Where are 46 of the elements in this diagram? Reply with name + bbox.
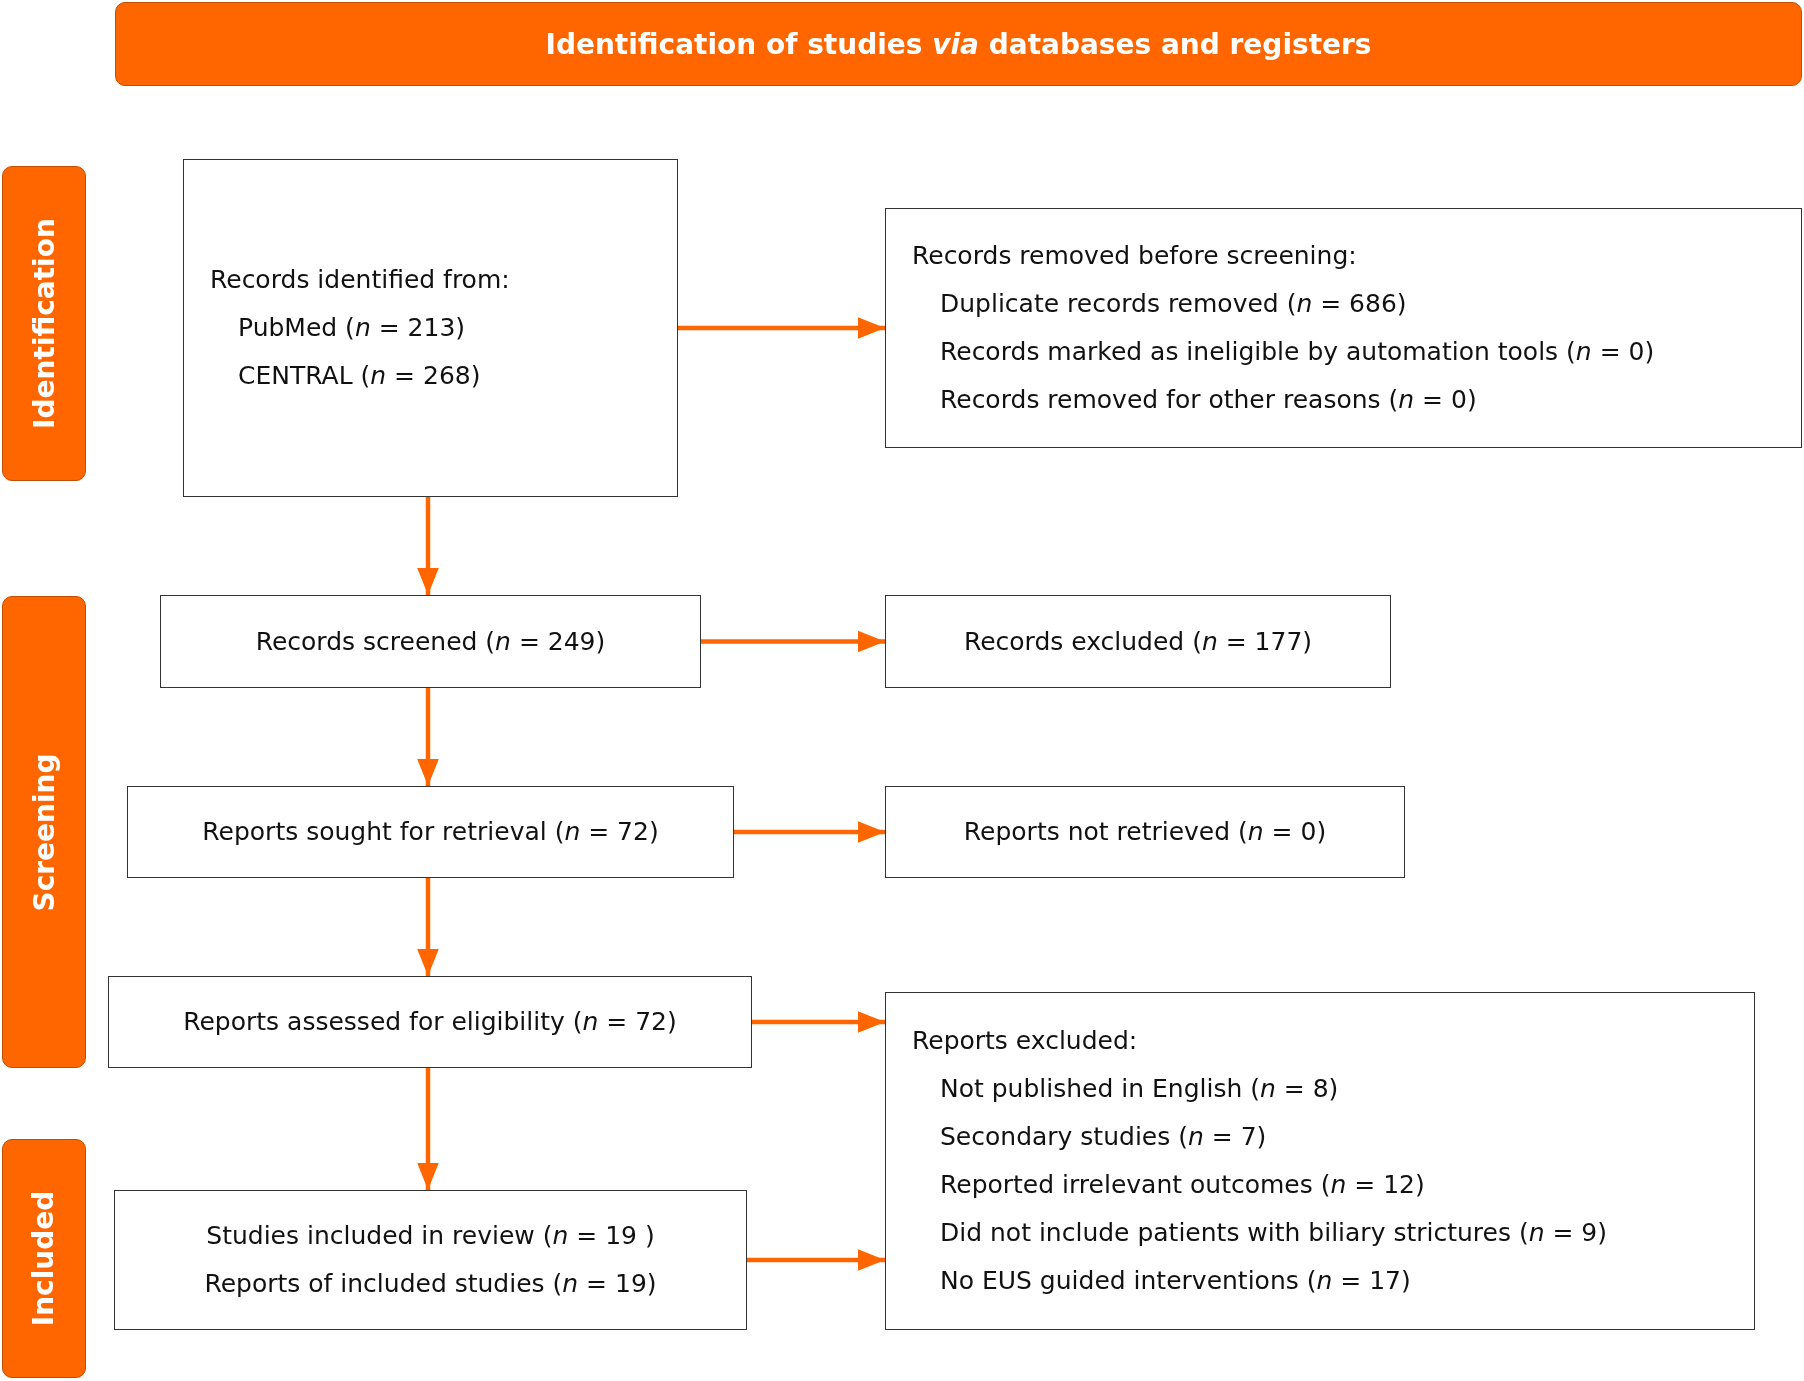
- phase-band: [2, 166, 86, 481]
- box-text: Records excluded (n = 177): [963, 625, 1313, 658]
- process-box: [885, 208, 1802, 448]
- box-heading: Reports excluded:: [912, 1025, 1139, 1057]
- arrow: [417, 688, 439, 786]
- arrow: [701, 630, 885, 653]
- arrow: [678, 317, 885, 339]
- box-text: Records removed for other reasons (n = 0): [939, 384, 1478, 416]
- box-text: CENTRAL (n = 268): [237, 360, 482, 392]
- box-text: Reports assessed for eligibility (n = 72): [183, 1006, 677, 1038]
- box-text: Studies included in review (n = 19 ): [206, 1220, 655, 1252]
- box-text: Secondary studies (n = 7): [939, 1121, 1268, 1153]
- process-box: [114, 1190, 747, 1330]
- box-heading: Records identified from:: [210, 264, 511, 296]
- box-heading: Records removed before screening:: [912, 240, 1358, 272]
- arrow: [417, 497, 439, 595]
- process-box: [885, 786, 1405, 878]
- phase-band: [2, 596, 86, 1068]
- arrow: [734, 821, 885, 843]
- process-box: [885, 595, 1391, 688]
- process-box: [160, 595, 701, 688]
- box-text: Reports sought for retrieval (n = 72): [202, 816, 659, 848]
- process-box: [885, 992, 1755, 1330]
- box-text: Reports not retrieved (n = 0): [963, 816, 1327, 848]
- box-text: Records marked as ineligible by automation tools (n = 0): [939, 336, 1656, 368]
- box-text: Duplicate records removed (n = 686): [939, 288, 1408, 320]
- arrow: [747, 1249, 885, 1271]
- box-text: Not published in English (n = 8): [939, 1073, 1340, 1105]
- box-text: Reports of included studies (n = 19): [204, 1268, 657, 1300]
- phase-label: Included: [27, 1190, 61, 1327]
- process-box: [183, 159, 678, 497]
- arrow: [417, 878, 439, 976]
- process-box: [127, 786, 734, 878]
- phase-label: Screening: [27, 752, 61, 912]
- box-text: Reported irrelevant outcomes (n = 12): [939, 1169, 1426, 1201]
- process-box: [108, 976, 752, 1068]
- phase-label: Identification: [27, 218, 61, 429]
- box-text: PubMed (n = 213): [237, 312, 467, 344]
- arrow: [752, 1011, 885, 1033]
- box-text: Did not include patients with biliary strictures (n = 9): [939, 1217, 1609, 1249]
- phase-band: [2, 1139, 86, 1378]
- box-text: Records screened (n = 249): [255, 625, 606, 658]
- arrow: [417, 1068, 439, 1190]
- section-header: [115, 2, 1802, 86]
- header-text: Identification of studies via databases and registers: [545, 27, 1372, 61]
- box-text: No EUS guided interventions (n = 17): [939, 1265, 1412, 1297]
